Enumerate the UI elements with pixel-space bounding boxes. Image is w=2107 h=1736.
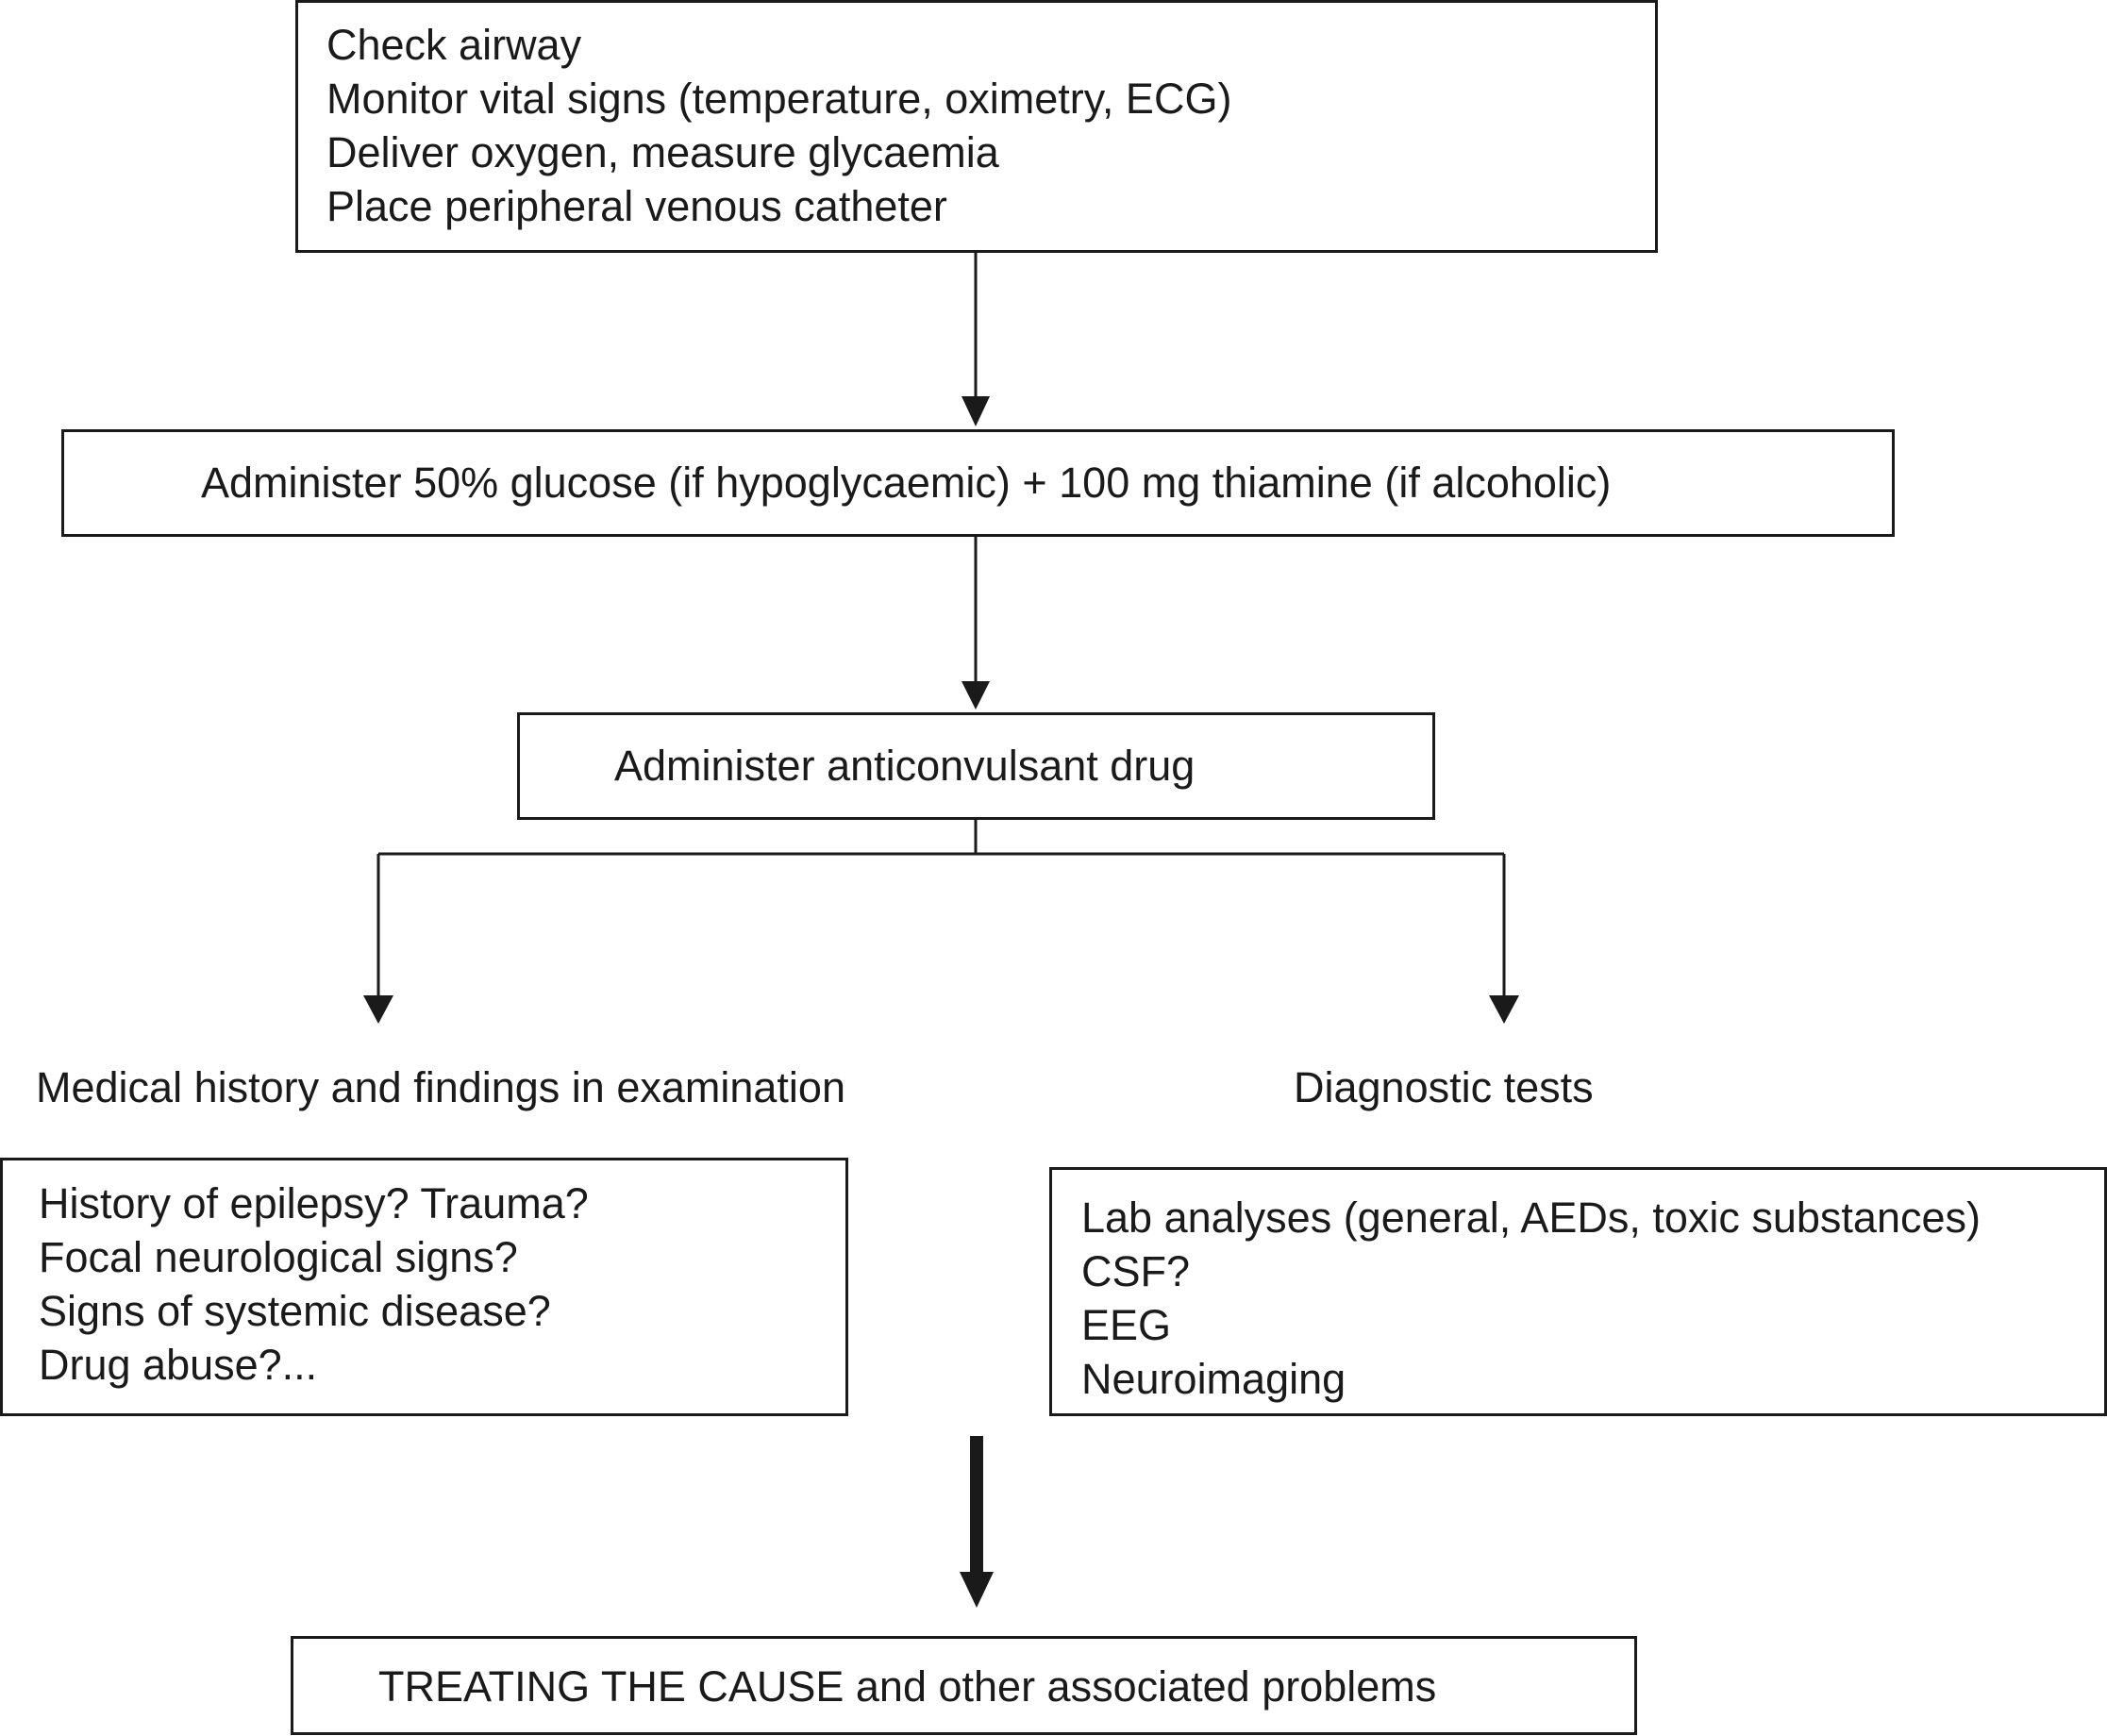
test-item: Neuroimaging (1081, 1355, 1346, 1403)
test-item: CSF? (1081, 1247, 1191, 1295)
tests-heading: Diagnostic tests (1294, 1063, 1594, 1111)
diagnostic-tests-box: Lab analyses (general, AEDs, toxic subst… (1049, 1167, 2107, 1416)
glucose-thiamine-box: Administer 50% glucose (if hypoglycaemic… (61, 429, 1895, 537)
anticonvulsant-text: Administer anticonvulsant drug (614, 742, 1196, 790)
treating-cause-text: TREATING THE CAUSE and other associated … (378, 1662, 1437, 1711)
initial-steps-box: Check airway Monitor vital signs (temper… (295, 0, 1658, 253)
history-heading: Medical history and findings in examinat… (36, 1063, 845, 1111)
history-item: Signs of systemic disease? (39, 1287, 551, 1335)
anticonvulsant-box: Administer anticonvulsant drug (517, 712, 1435, 820)
arrowhead-to-history (363, 995, 393, 1024)
initial-step-vital-signs: Monitor vital signs (temperature, oximet… (326, 75, 1232, 123)
arrowhead-to-tests (1489, 995, 1519, 1024)
history-item: Focal neurological signs? (39, 1233, 518, 1281)
initial-step-airway: Check airway (326, 21, 582, 69)
test-item: Lab analyses (general, AEDs, toxic subst… (1081, 1194, 1981, 1242)
initial-step-oxygen-glycaemia: Deliver oxygen, measure glycaemia (326, 128, 999, 176)
arrowhead-to-anticonvulsant (962, 681, 990, 709)
treating-cause-box: TREATING THE CAUSE and other associated … (291, 1636, 1637, 1735)
test-item: EEG (1081, 1301, 1172, 1349)
arrowhead-to-glucose (962, 396, 990, 426)
history-box: History of epilepsy? Trauma? Focal neuro… (0, 1158, 848, 1416)
history-item: Drug abuse?... (39, 1341, 318, 1389)
initial-step-venous-catheter: Place peripheral venous catheter (326, 182, 947, 230)
history-item: History of epilepsy? Trauma? (39, 1179, 589, 1227)
bold-arrowhead-to-cause (960, 1572, 994, 1608)
glucose-thiamine-text: Administer 50% glucose (if hypoglycaemic… (201, 459, 1612, 507)
bold-arrow-shaft-to-cause (970, 1436, 983, 1574)
